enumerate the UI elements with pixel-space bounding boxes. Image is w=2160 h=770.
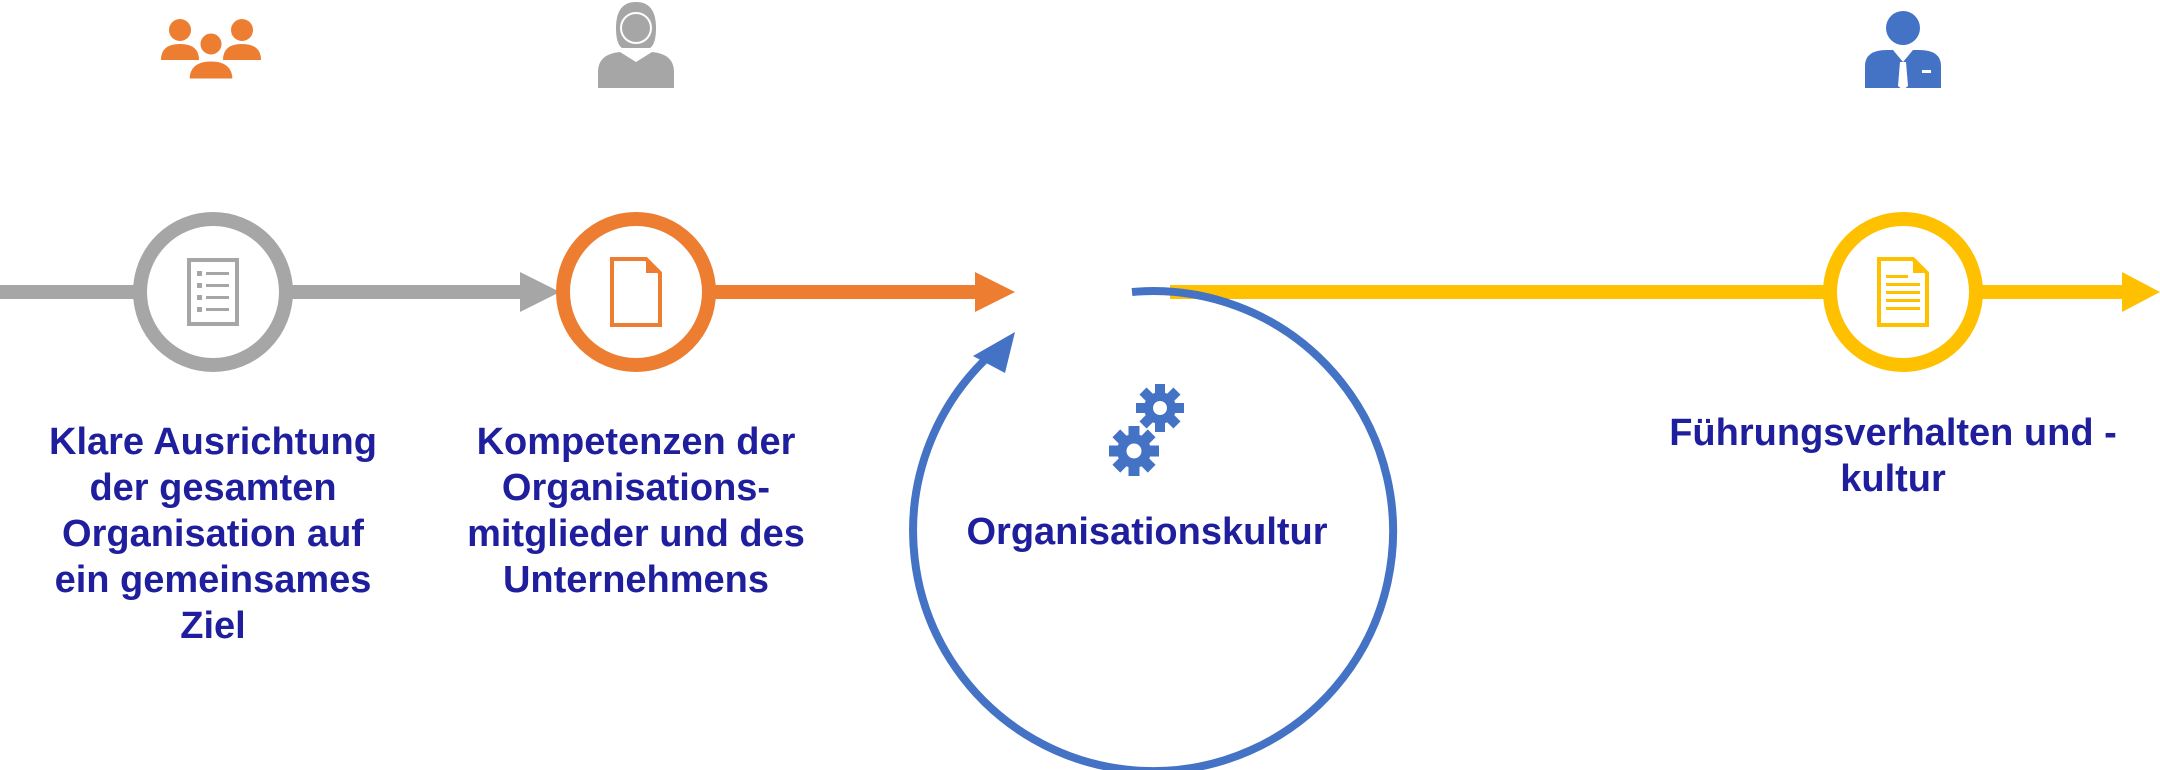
stage-2-label-line: Unternehmens bbox=[502, 559, 770, 601]
stage-2-label-line: Kompetenzen der bbox=[476, 421, 796, 463]
center-label: Organisationskultur bbox=[922, 509, 1372, 555]
stage-1-label-line: der gesamten bbox=[89, 467, 337, 509]
stage-1-label-line: Organisation auf bbox=[62, 513, 364, 555]
checklist-document-icon bbox=[187, 258, 239, 326]
group-of-people-icon bbox=[161, 19, 261, 82]
center-label-text: Organisationskultur bbox=[966, 511, 1328, 553]
culture-cycle-arc bbox=[909, 287, 1398, 770]
stage-4-node bbox=[1823, 212, 1983, 372]
text-document-icon bbox=[1877, 257, 1929, 327]
stage-4-label-line: Führungsverhalten und - bbox=[1669, 412, 2117, 454]
cycle-arrowhead bbox=[973, 332, 1015, 373]
blank-document-icon bbox=[610, 257, 662, 327]
stage-1-label-line: ein gemeinsames bbox=[54, 559, 372, 601]
stage-1-node bbox=[133, 212, 293, 372]
stage-2-label-line: Organisations- bbox=[501, 467, 771, 509]
orange-arrowhead bbox=[975, 272, 1015, 312]
gears-icon bbox=[1109, 384, 1184, 476]
stage-2-label: Kompetenzen der Organisations- mitgliede… bbox=[446, 419, 826, 603]
businessman-icon bbox=[1865, 11, 1941, 90]
stage-1-label-line: Klare Ausrichtung bbox=[49, 421, 377, 463]
stage-4-label: Führungsverhalten und - kultur bbox=[1638, 410, 2148, 502]
woman-user-icon bbox=[598, 2, 674, 88]
stage-2-node bbox=[556, 212, 716, 372]
stage-2-label-line: mitglieder und des bbox=[467, 513, 805, 555]
stage-1-label: Klare Ausrichtung der gesamten Organisat… bbox=[23, 419, 403, 649]
gray-arrowhead bbox=[520, 272, 560, 312]
stage-1-label-line: Ziel bbox=[180, 605, 246, 647]
stage-4-label-line: kultur bbox=[1840, 458, 1946, 500]
yellow-arrowhead bbox=[2122, 272, 2160, 312]
